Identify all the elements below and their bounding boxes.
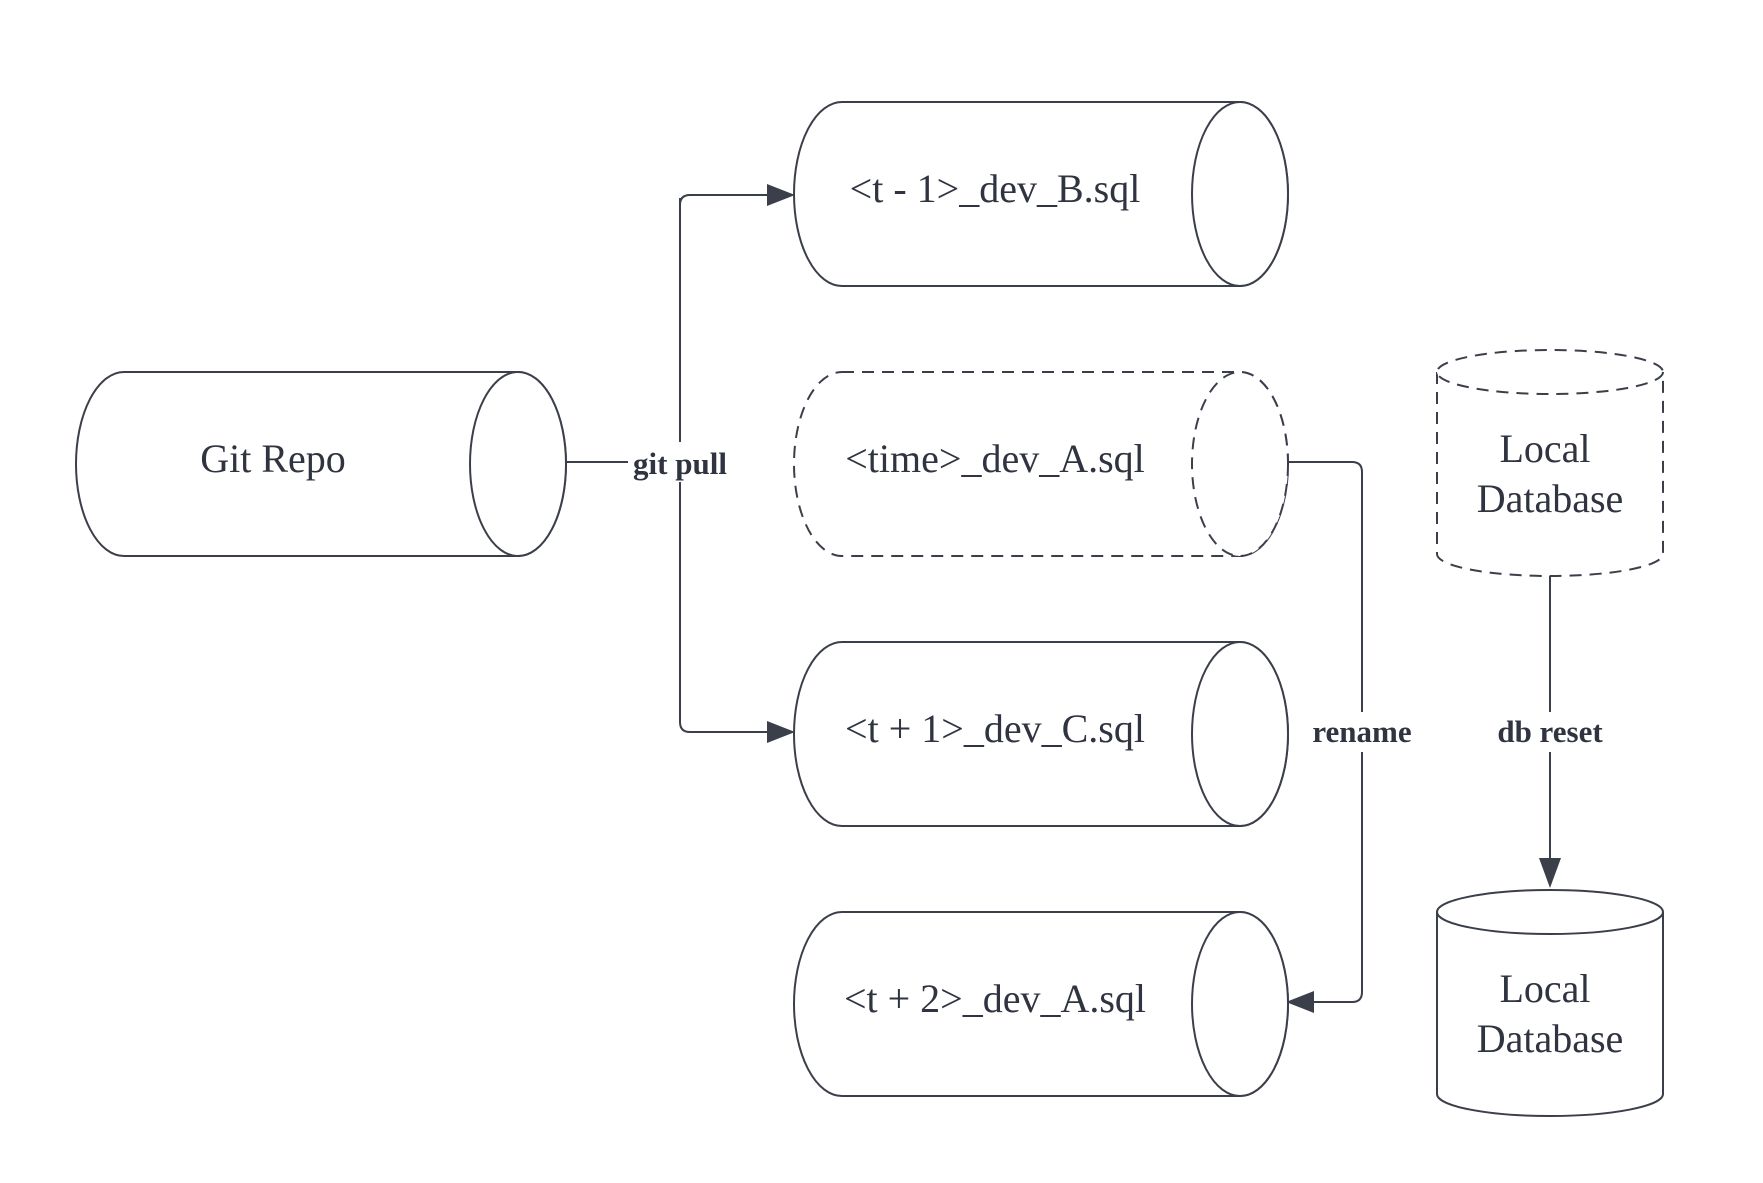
git-repo-label: Git Repo bbox=[200, 436, 346, 481]
arrowhead-to-file-b bbox=[767, 184, 795, 206]
file-time-a-node: <time>_dev_A.sql bbox=[793, 371, 1289, 557]
git-pull-label: git pull bbox=[633, 446, 727, 481]
local-db-before-body bbox=[1436, 372, 1664, 577]
local-db-before-label: Local Database bbox=[1477, 426, 1624, 521]
file-c-end bbox=[1191, 641, 1289, 827]
arrowhead-to-file-c bbox=[767, 721, 795, 743]
local-db-before-node: Local Database bbox=[1436, 349, 1664, 577]
arrowhead-to-local-db bbox=[1539, 858, 1561, 888]
file-b-node: <t - 1>_dev_B.sql bbox=[793, 101, 1289, 287]
rename-label-bg bbox=[1308, 712, 1416, 752]
local-db-after-body bbox=[1436, 912, 1664, 1117]
db-reset-label: db reset bbox=[1497, 714, 1603, 749]
rename-label: rename bbox=[1312, 714, 1411, 749]
arrowhead-to-file-t2-a bbox=[1286, 991, 1314, 1013]
file-b-label: <t - 1>_dev_B.sql bbox=[850, 166, 1141, 211]
file-b-end bbox=[1191, 101, 1289, 287]
local-db-after-top bbox=[1436, 889, 1664, 935]
file-c-node: <t + 1>_dev_C.sql bbox=[793, 641, 1289, 827]
local-db-after-node: Local Database bbox=[1436, 889, 1664, 1117]
file-t2-a-node: <t + 2>_dev_A.sql bbox=[793, 911, 1289, 1097]
db-reset-label-bg bbox=[1488, 712, 1612, 752]
local-db-before-label-line1: Local bbox=[1499, 426, 1590, 471]
local-db-after-label: Local Database bbox=[1477, 966, 1624, 1061]
file-time-a-label: <time>_dev_A.sql bbox=[845, 436, 1145, 481]
file-c-label: <t + 1>_dev_C.sql bbox=[845, 706, 1145, 751]
git-repo-node: Git Repo bbox=[75, 371, 567, 557]
file-time-a-end bbox=[1191, 371, 1289, 557]
local-db-before-label-line2: Database bbox=[1477, 476, 1624, 521]
local-db-after-label-line2: Database bbox=[1477, 1016, 1624, 1061]
file-t2-a-end bbox=[1191, 911, 1289, 1097]
git-repo-end bbox=[469, 371, 567, 557]
local-db-after-label-line1: Local bbox=[1499, 966, 1590, 1011]
file-t2-a-label: <t + 2>_dev_A.sql bbox=[844, 976, 1146, 1021]
git-pull-label-bg bbox=[628, 442, 732, 482]
local-db-before-top bbox=[1436, 349, 1664, 395]
